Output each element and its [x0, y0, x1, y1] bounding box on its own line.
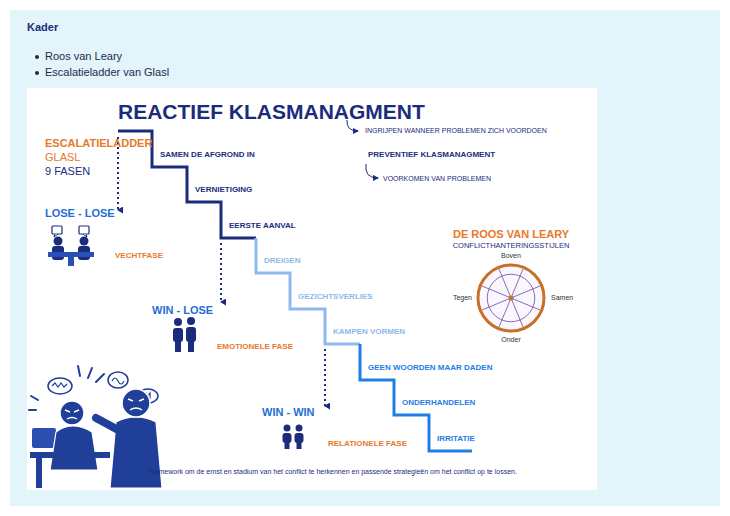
axis-label: Samen: [551, 294, 573, 301]
outcome-label: WIN - WIN: [262, 407, 315, 418]
wheel-outline: [478, 265, 544, 331]
model-heading: DE ROOS VAN LEARY: [411, 229, 611, 240]
ladder-count: 9 FASEN: [45, 166, 90, 177]
ladder-author: GLASL: [45, 152, 80, 163]
phase-label: VECHTFASE: [115, 252, 163, 260]
bullet-item: Escalatieladder van Glasl: [45, 67, 169, 78]
wheel-spoke: [511, 286, 540, 298]
axis-label: Boven: [411, 252, 611, 259]
ladder-step: DREIGEN: [264, 257, 300, 265]
ladder-step: GEZICHTSVERLIES: [298, 293, 373, 301]
bullet-item: Roos van Leary: [45, 51, 122, 62]
wheel-center: [509, 296, 514, 301]
axis-label: Tegen: [422, 294, 472, 301]
wheel-spoke: [482, 298, 511, 310]
model-subheading: CONFLICTHANTERINGSSTIJLEN: [411, 242, 611, 250]
section-heading: Kader: [27, 22, 58, 33]
roos-circle: DE ROOS VAN LEARYCONFLICTHANTERINGSSTIJL…: [476, 263, 546, 333]
ladder-heading: ESCALATIELADDER: [45, 138, 152, 149]
note-heading: PREVENTIEF KLASMANAGMENT: [368, 151, 495, 159]
ladder-step: VERNIETIGING: [195, 186, 252, 194]
ladder-step: SAMEN DE AFGROND IN: [160, 151, 255, 159]
phase-label: RELATIONELE FASE: [328, 440, 407, 448]
diagram-caption: Framework om de ernst en stadium van het…: [148, 468, 517, 475]
outcome-label: LOSE - LOSE: [45, 208, 115, 219]
ladder-step: KAMPEN VORMEN: [333, 328, 405, 336]
ladder-step: EERSTE AANVAL: [229, 222, 296, 230]
ladder-step: ONDERHANDELEN: [402, 399, 475, 407]
wheel-spoke: [511, 298, 523, 327]
roos-wheel: [476, 263, 546, 333]
wheel-spoke: [499, 269, 511, 298]
ladder-step: GEEN WOORDEN MAAR DADEN: [368, 364, 492, 372]
note-text: VOORKOMEN VAN PROBLEMEN: [383, 175, 491, 182]
phase-label: EMOTIONELE FASE: [217, 343, 293, 351]
axis-label: Onder: [411, 336, 611, 343]
wheel-ring: [487, 274, 535, 322]
note-text: INGRIJPEN WANNEER PROBLEMEN ZICH VOORDOE…: [365, 127, 547, 134]
diagram-title: REACTIEF KLASMANAGMENT: [118, 101, 425, 122]
ladder-step: IRRITATIE: [437, 435, 475, 443]
outcome-label: WIN - LOSE: [152, 305, 213, 316]
